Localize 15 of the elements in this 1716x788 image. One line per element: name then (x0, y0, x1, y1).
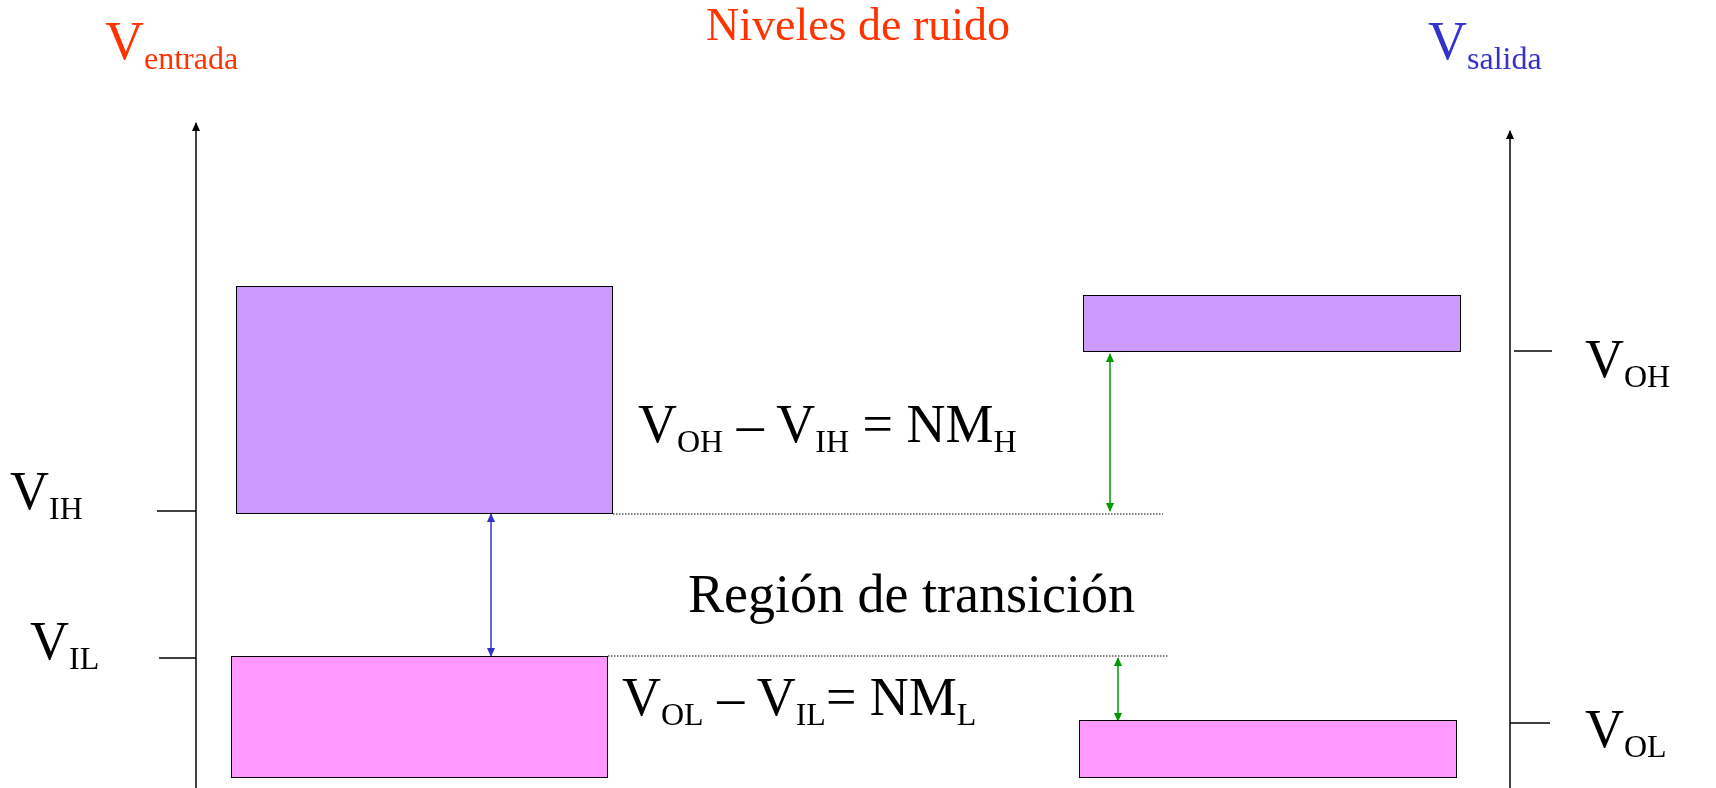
level-label: V$_{OL}$ (1585, 700, 1667, 764)
level-label: V$_{OH}$ (1585, 330, 1671, 394)
axis-label: V$_{entrada}$ (105, 12, 239, 76)
axis-label: V$_{salida}$ (1428, 12, 1542, 76)
double-arrow (487, 513, 495, 657)
equation: V$_{OH}$ – V$_{IH}$ = NM$_{H}$ (638, 395, 1017, 459)
level-band (231, 656, 608, 778)
level-band (1079, 720, 1457, 778)
level-band (1083, 295, 1461, 352)
region-label: Región de transición (688, 565, 1135, 625)
level-label: V$_{IL}$ (30, 612, 100, 676)
level-label: V$_{IH}$ (10, 462, 83, 526)
title: Niveles de ruido (706, 0, 1011, 51)
level-band (236, 286, 613, 514)
equation: V$_{OL}$ – V$_{IL}$= NM$_{L}$ (622, 668, 977, 732)
